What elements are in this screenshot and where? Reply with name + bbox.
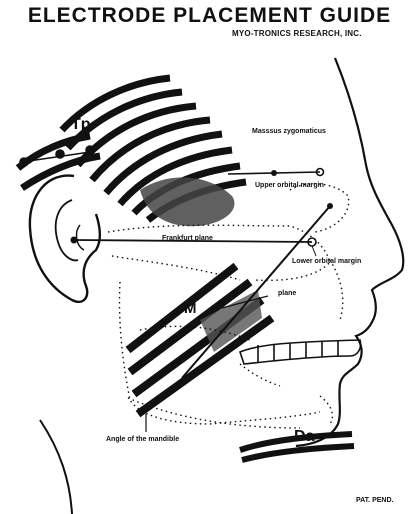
ear-inner	[56, 200, 78, 260]
label-patent: PAT. PEND.	[356, 497, 393, 504]
label-tp: Tp	[71, 116, 91, 134]
label-angle-mandible: Angle of the mandible	[106, 436, 179, 443]
label-frankfurt: Frankfurt plane	[162, 235, 213, 242]
face-profile	[296, 58, 403, 446]
label-lower-orbital: Lower orbital margin	[292, 258, 361, 265]
lower-orbital-pointer	[312, 246, 316, 256]
label-zygomaticus: Masssus zygomaticus	[252, 128, 326, 135]
neck-line	[40, 420, 72, 514]
label-masseter: M	[184, 300, 197, 317]
label-upper-orbital: Upper orbital margin	[255, 182, 324, 189]
ear-outline	[30, 176, 100, 302]
teeth	[240, 340, 361, 364]
masseter-stripes	[128, 266, 272, 414]
label-da: Da	[294, 428, 314, 446]
label-occlusal-plane: plane	[278, 290, 296, 297]
